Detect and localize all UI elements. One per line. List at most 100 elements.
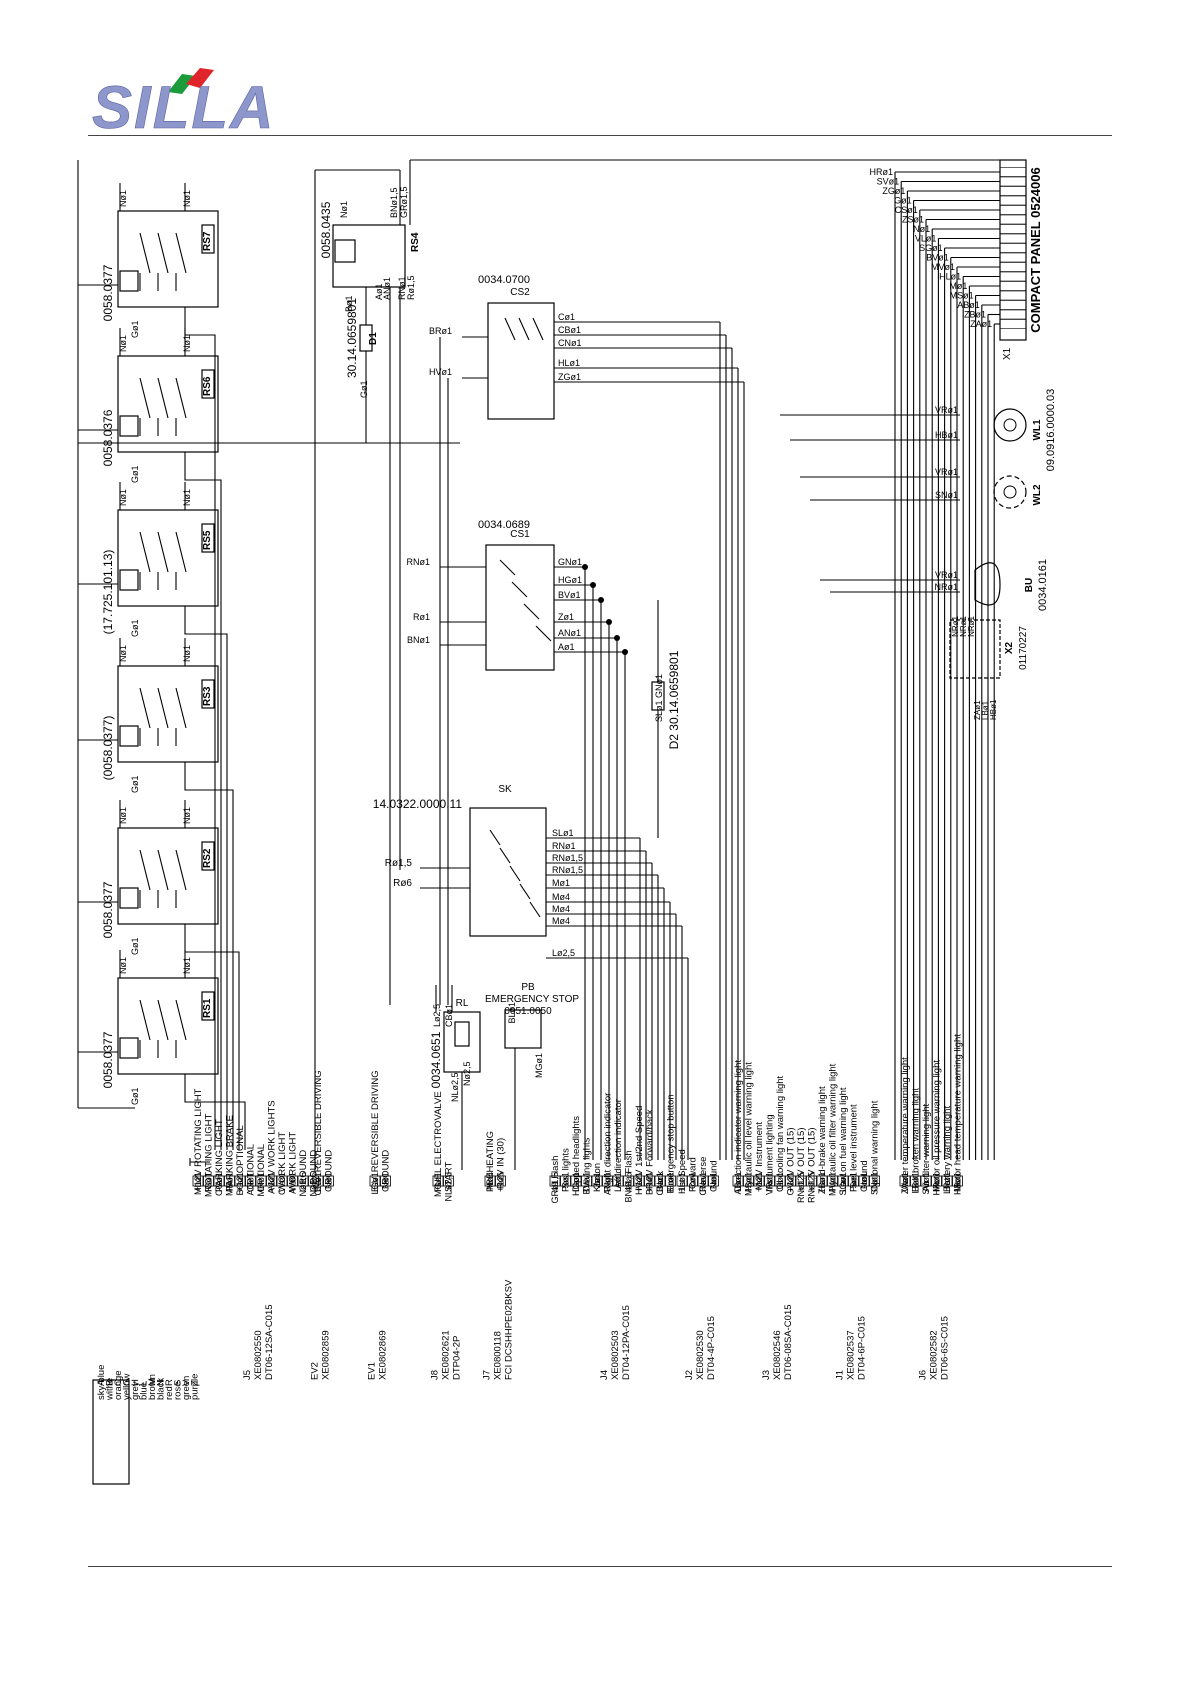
- relay-pin-label: Nø1: [182, 335, 192, 352]
- connector-pin-description: +12V ROTATING LIGHT: [193, 1088, 204, 1192]
- pin-number: 3: [574, 1181, 581, 1185]
- relay-pin-label: Gø1: [130, 775, 140, 793]
- connector-pin-wire: GVø1: [786, 1172, 796, 1196]
- connector-pin-description: PARKING LIGHT: [214, 1119, 225, 1192]
- wire-label: Mø4: [552, 892, 570, 902]
- connector-pin-wire: AVø1: [288, 1172, 298, 1194]
- wire-label: Gø1: [359, 380, 369, 398]
- connector-pin-description: Direction indicator warning light: [733, 1060, 744, 1192]
- connector-part: XE0802550: [253, 1330, 264, 1380]
- legend-color-name: sky-blue: [96, 1365, 107, 1400]
- legend-color-name: green: [181, 1376, 192, 1400]
- pin-number: 3: [924, 1181, 931, 1185]
- connector-pin-description: Ground: [709, 1160, 720, 1192]
- connector-pin-description: Fuel level instrument: [849, 1104, 860, 1192]
- connector-pin-wire: BVø1: [582, 1172, 592, 1195]
- panel-pin: [999, 271, 1027, 282]
- emergency-stop-pb-part: 0051.0050: [504, 1006, 552, 1017]
- wire-label: VRø1: [935, 467, 958, 477]
- legend-code: G: [122, 1379, 133, 1386]
- relay-pin-label: Nø1: [118, 645, 128, 662]
- connector-pin-description: Hydraulic oil filter warning light: [828, 1063, 839, 1192]
- lamp-wl2: [993, 475, 1027, 509]
- connector-pin-description: Klaxon: [592, 1163, 603, 1192]
- connector-pin: [484, 1175, 496, 1187]
- pin-number: 10: [291, 1177, 298, 1185]
- emergency-stop-pb-name: EMERGENCY STOP: [485, 994, 579, 1005]
- junction-dot: [598, 597, 604, 603]
- wire-label: RNø1: [552, 841, 576, 851]
- relay-contact: [157, 999, 169, 1041]
- panel-pin: [999, 252, 1027, 263]
- pin-number: 1: [488, 1181, 495, 1185]
- pin-number: 2: [499, 1181, 506, 1185]
- connector-pin: [708, 1175, 719, 1187]
- legend-color-name: black: [156, 1378, 167, 1400]
- relay-output-wire: [184, 778, 234, 1150]
- relay-output-wire: [184, 622, 228, 1150]
- relay-id: RS5: [202, 530, 213, 550]
- connector-pin-wire: GRø1,5: [550, 1172, 560, 1204]
- legend-code: Z: [190, 1380, 201, 1386]
- relay-contact: [175, 377, 187, 419]
- wire-label: CBø1: [558, 325, 581, 335]
- relay-rl-coil: [454, 1021, 470, 1047]
- relay-pin-label: Gø1: [130, 1087, 140, 1105]
- diode-d1-part: 30.14.0659801: [345, 298, 359, 378]
- pin-number: 4: [935, 1181, 942, 1185]
- relay-coil: [201, 369, 215, 399]
- relay-output-wire: [184, 468, 222, 1150]
- connector-pin-description: Optional warning light: [870, 1100, 881, 1192]
- connector-pin: [654, 1175, 666, 1187]
- legend-code: C: [113, 1379, 124, 1386]
- switch-contact: [535, 625, 552, 642]
- connector-pin: [676, 1175, 688, 1187]
- wire-label: SVø1: [877, 177, 900, 187]
- switch-contact: [519, 883, 531, 900]
- relay-rs4-id: RS4: [410, 232, 421, 252]
- relay-rs3-body: [117, 665, 219, 763]
- wire-label: Rø6: [393, 878, 412, 889]
- relay-part-number: (17.725.101.13): [101, 550, 115, 635]
- emergency-stop-pb-body: [504, 1009, 542, 1049]
- pin-number: 1: [820, 1181, 827, 1185]
- connector-pin-wire: BGø1: [235, 1172, 245, 1196]
- panel-pin: [999, 224, 1027, 234]
- connector-pin-wire: RNø1,5: [807, 1172, 817, 1203]
- switch-contact: [509, 865, 521, 882]
- relay-output-wire: [184, 940, 240, 1150]
- connector-type: DT06-12SA-C015: [264, 1304, 275, 1380]
- relay-part-number: 0058.0377: [101, 1031, 115, 1088]
- legend-code: M: [147, 1378, 158, 1386]
- wire-label: BVø1: [558, 590, 581, 600]
- connector-pin: [255, 1175, 267, 1187]
- pin-number: 9: [280, 1181, 287, 1185]
- wire-label: Nø2,5: [462, 1061, 472, 1086]
- pin-number: 8: [810, 1181, 817, 1185]
- pin-number: 2: [564, 1181, 571, 1185]
- lamp-wl2-bulb: [1003, 485, 1017, 499]
- connector-pin-wire: MGø1: [433, 1172, 443, 1197]
- connector-pin-description: +12V Instrument: [754, 1122, 765, 1192]
- wire-label: MSø1: [950, 291, 974, 301]
- connector-pin: [369, 1175, 381, 1187]
- connector-type: DT04-12PA-C015: [621, 1305, 632, 1380]
- connector-pin-description: WORK LIGHT: [288, 1132, 299, 1192]
- relay-contact: [175, 849, 187, 891]
- wire-label: HLø1: [939, 272, 961, 282]
- pin-number: 9: [637, 1181, 644, 1185]
- relay-output-wire: [184, 323, 216, 1150]
- connector-pin: [224, 1175, 235, 1187]
- pin-number: 2: [831, 1181, 838, 1185]
- wire-label: GRø1,5: [399, 186, 409, 218]
- panel-pin: [999, 243, 1027, 253]
- panel-pin: [999, 290, 1027, 301]
- connector-pin-wire: HLø1: [677, 1172, 687, 1194]
- wire-label: Cø1: [558, 312, 575, 322]
- wire-label: NLø2,5: [450, 1072, 460, 1102]
- connector-pin-description: +12V Forward/back: [645, 1109, 656, 1192]
- pin-number: 1: [680, 1181, 687, 1185]
- connector-pin-wire: LGø1: [370, 1172, 380, 1195]
- connector-pin-description: Back: [655, 1171, 666, 1192]
- relay-pin-label: Nø1: [182, 807, 192, 824]
